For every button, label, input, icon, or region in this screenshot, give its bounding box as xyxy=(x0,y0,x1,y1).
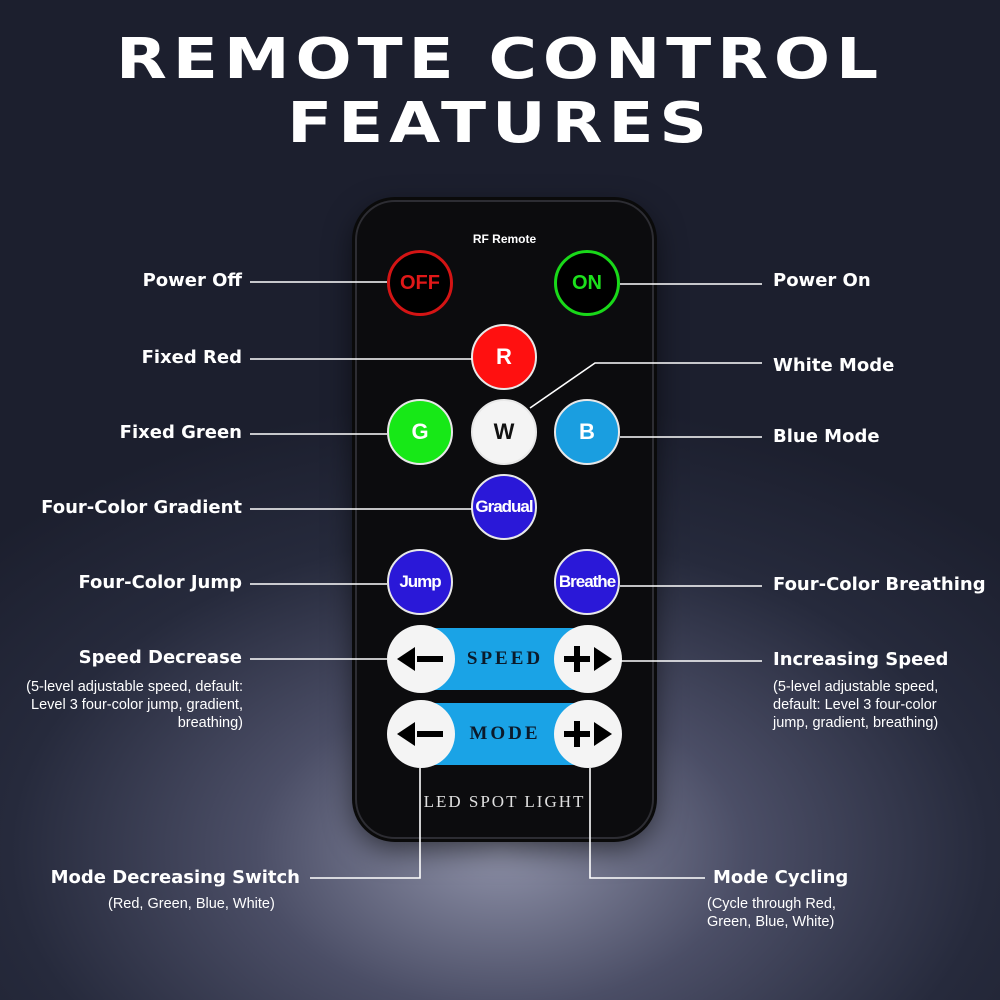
label-four-color-breathing: Four-Color Breathing xyxy=(773,574,986,595)
off-button[interactable]: OFF xyxy=(387,250,453,316)
red-button[interactable]: R xyxy=(471,324,537,390)
label-four-color-gradient: Four-Color Gradient xyxy=(41,497,242,518)
gradual-button-label: Gradual xyxy=(475,497,533,516)
speed-strip-label: SPEED xyxy=(466,648,544,669)
green-button-label: G xyxy=(411,419,429,444)
line-mode-cycling xyxy=(589,768,705,879)
left-arrow-minus-icon xyxy=(397,722,443,746)
plus-right-arrow-icon xyxy=(564,721,612,747)
label-increasing-speed: Increasing Speed xyxy=(773,649,949,670)
speed-decrease-button[interactable] xyxy=(387,625,455,693)
on-button-label: ON xyxy=(572,271,602,294)
blue-button[interactable]: B xyxy=(554,399,620,465)
mode-strip-label: MODE xyxy=(469,723,541,744)
remote-label: RF Remote xyxy=(472,232,537,246)
label-speed-decrease: Speed Decrease xyxy=(78,647,242,668)
page-title-line-1: REMOTE CONTROL xyxy=(116,27,884,92)
mode-decreasing-note: (Red, Green, Blue, White) xyxy=(108,896,275,912)
label-blue-mode: Blue Mode xyxy=(773,426,880,447)
red-button-label: R xyxy=(496,344,512,369)
increasing-speed-note: (5-level adjustable speed, default: Leve… xyxy=(773,679,939,731)
breathe-button-label: Breathe xyxy=(558,572,616,591)
remote-control: RF Remote OFF ON R G W B Gradual Jump Br… xyxy=(355,200,654,839)
label-mode-decreasing-switch: Mode Decreasing Switch xyxy=(50,867,300,888)
label-fixed-red: Fixed Red xyxy=(141,347,242,368)
mode-decrease-button[interactable] xyxy=(387,700,455,768)
mode-increase-button[interactable] xyxy=(554,700,622,768)
line-white-mode xyxy=(529,362,762,409)
jump-button-label: Jump xyxy=(399,572,441,591)
line-mode-decrease xyxy=(310,768,421,879)
brand-label: LED SPOT LIGHT xyxy=(423,792,586,811)
off-button-label: OFF xyxy=(400,271,440,294)
speed-decrease-note: (5-level adjustable speed, default: Leve… xyxy=(26,679,243,731)
white-button[interactable]: W xyxy=(471,399,537,465)
green-button[interactable]: G xyxy=(387,399,453,465)
jump-button[interactable]: Jump xyxy=(387,549,453,615)
label-four-color-jump: Four-Color Jump xyxy=(78,572,242,593)
plus-right-arrow-icon xyxy=(564,646,612,672)
label-mode-cycling: Mode Cycling xyxy=(713,867,849,888)
gradual-button[interactable]: Gradual xyxy=(471,474,537,540)
page-title-line-2: FEATURES xyxy=(287,91,713,156)
blue-button-label: B xyxy=(579,419,595,444)
breathe-button[interactable]: Breathe xyxy=(554,549,620,615)
label-power-off: Power Off xyxy=(142,270,242,291)
mode-cycling-note: (Cycle through Red, Green, Blue, White) xyxy=(707,896,836,930)
label-power-on: Power On xyxy=(773,270,871,291)
label-fixed-green: Fixed Green xyxy=(119,422,242,443)
left-arrow-minus-icon xyxy=(397,647,443,671)
speed-increase-button[interactable] xyxy=(554,625,622,693)
label-white-mode: White Mode xyxy=(773,355,895,376)
on-button[interactable]: ON xyxy=(554,250,620,316)
white-button-label: W xyxy=(493,419,515,444)
